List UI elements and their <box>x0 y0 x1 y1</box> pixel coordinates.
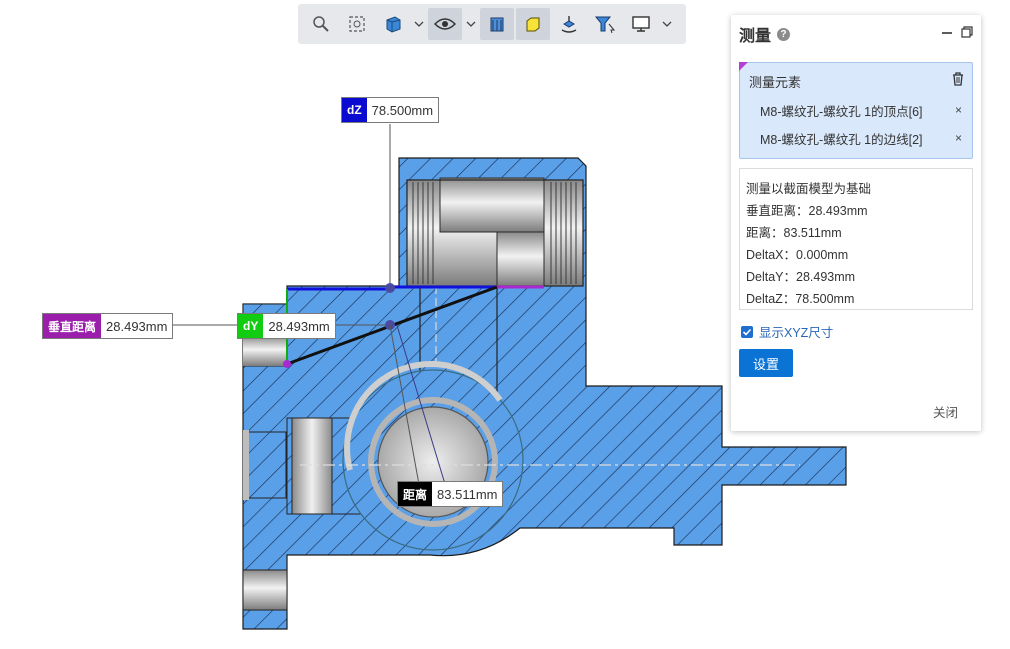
zoom-window-icon[interactable] <box>340 8 374 40</box>
distance-value: 83.511mm <box>437 486 498 502</box>
result-line: 测量以截面模型为基础 <box>746 182 872 196</box>
restore-icon[interactable] <box>961 25 973 43</box>
elements-title: 测量元素 <box>749 75 802 90</box>
section-icon[interactable] <box>480 8 514 40</box>
show-xyz-label: 显示XYZ尺寸 <box>759 326 834 340</box>
dz-tag: dZ <box>342 98 367 122</box>
panel-header: 测量 ? <box>739 23 973 45</box>
checkbox-checked-icon[interactable] <box>741 325 753 338</box>
list-item[interactable]: M8-螺纹孔-螺纹孔 1的边线[2] × <box>760 129 962 147</box>
dy-label: dY 28.493mm <box>237 313 336 339</box>
explode-icon[interactable] <box>552 8 586 40</box>
result-line: DeltaZ：78.500mm <box>746 292 855 306</box>
chevron-down-icon[interactable] <box>464 8 478 40</box>
selection-corner-marker <box>739 62 748 71</box>
panel-title: 测量 <box>739 28 772 45</box>
remove-element-button[interactable]: × <box>954 131 962 145</box>
view-cube-icon[interactable] <box>376 8 410 40</box>
perpendicular-distance-tag: 垂直距离 <box>43 314 102 338</box>
view-toolbar <box>298 4 686 44</box>
element-label: M8-螺纹孔-螺纹孔 1的顶点[6] <box>760 104 923 119</box>
measure-elements-list: 测量元素 M8-螺纹孔-螺纹孔 1的顶点[6] × M8-螺纹孔-螺纹孔 1的边… <box>739 62 973 159</box>
dy-value: 28.493mm <box>268 318 330 334</box>
close-button[interactable]: 关闭 <box>932 406 958 420</box>
settings-button[interactable]: 设置 <box>739 349 793 377</box>
show-xyz-checkbox[interactable]: 显示XYZ尺寸 <box>741 322 833 341</box>
trash-icon[interactable] <box>951 71 965 91</box>
result-line: DeltaY：28.493mm <box>746 270 856 284</box>
distance-label: 距离 83.511mm <box>397 481 504 507</box>
material-icon[interactable] <box>516 8 550 40</box>
display-icon[interactable] <box>624 8 658 40</box>
dz-value: 78.500mm <box>371 102 434 118</box>
dz-label: dZ 78.500mm <box>341 97 440 123</box>
measure-panel: 测量 ? 测量元素 M8-螺纹孔-螺纹孔 1的顶点[6] × M8-螺纹孔-螺纹… <box>731 15 981 431</box>
zoom-fit-icon[interactable] <box>304 8 338 40</box>
dy-tag: dY <box>238 314 264 338</box>
help-icon[interactable]: ? <box>777 27 791 41</box>
minimize-icon[interactable] <box>941 25 953 43</box>
list-item[interactable]: M8-螺纹孔-螺纹孔 1的顶点[6] × <box>760 101 962 119</box>
chevron-down-icon[interactable] <box>412 8 426 40</box>
perpendicular-distance-value: 28.493mm <box>106 318 168 334</box>
remove-element-button[interactable]: × <box>954 103 962 117</box>
element-label: M8-螺纹孔-螺纹孔 1的边线[2] <box>760 132 923 147</box>
measure-icon[interactable] <box>588 8 622 40</box>
result-line: 距离：83.511mm <box>746 226 842 240</box>
perpendicular-distance-label: 垂直距离 28.493mm <box>42 313 174 339</box>
result-line: 垂直距离：28.493mm <box>746 204 868 218</box>
result-line: DeltaX：0.000mm <box>746 248 849 262</box>
visibility-icon[interactable] <box>428 8 462 40</box>
distance-tag: 距离 <box>398 482 433 506</box>
chevron-down-icon[interactable] <box>660 8 674 40</box>
measure-results: 测量以截面模型为基础 垂直距离：28.493mm 距离：83.511mm Del… <box>739 168 973 310</box>
